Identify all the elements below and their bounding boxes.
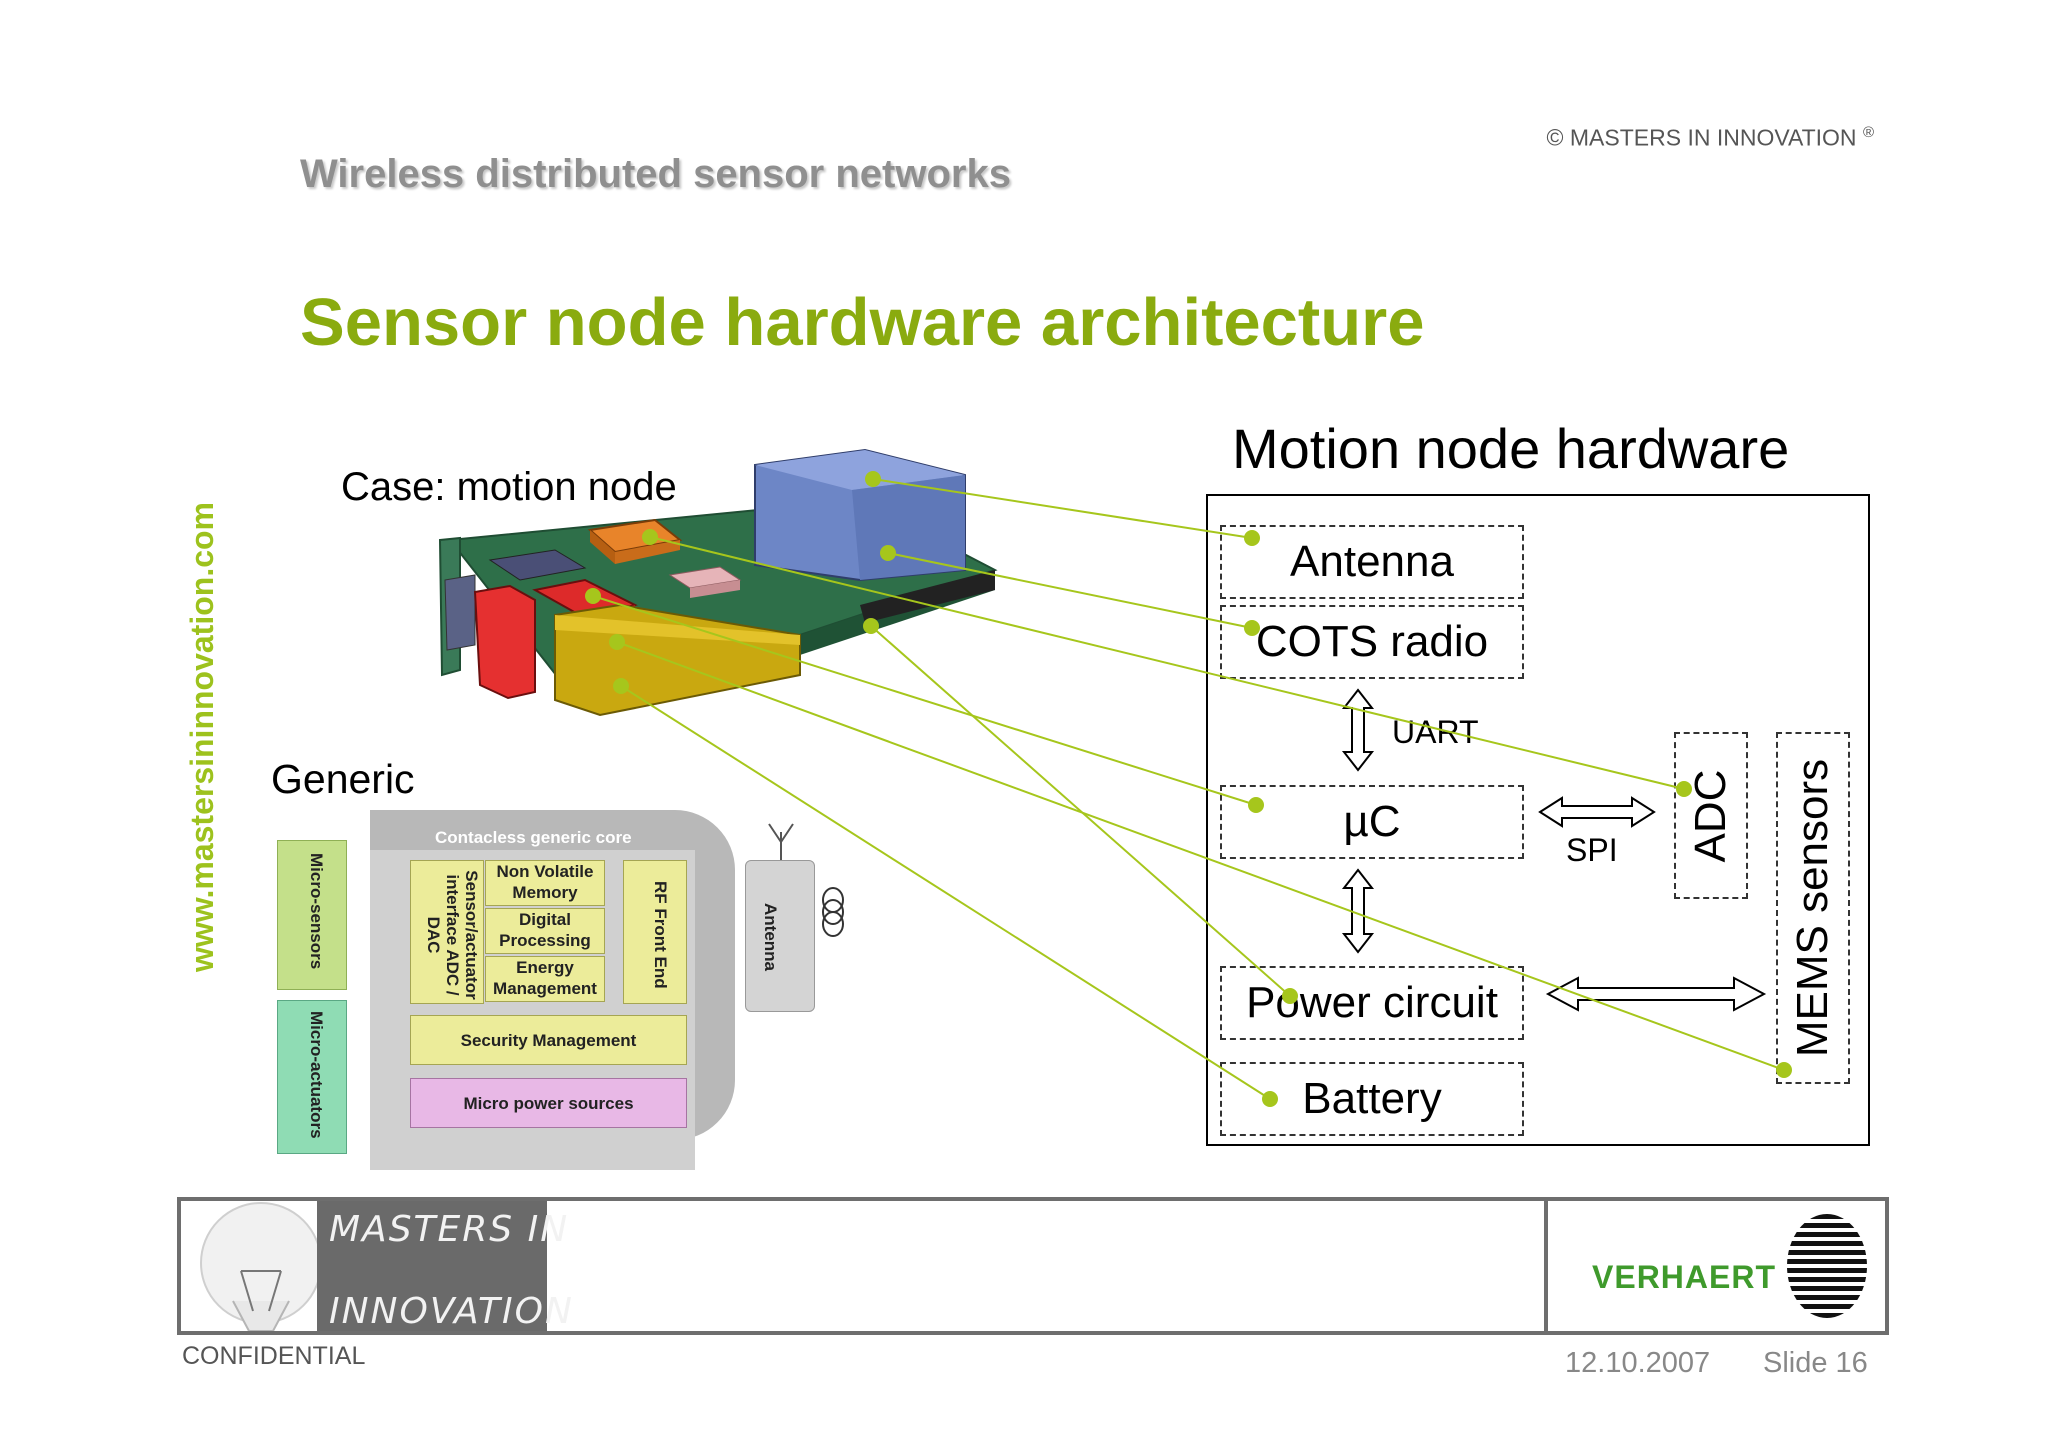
antenna-box: Antenna bbox=[1220, 525, 1524, 599]
connector-uc bbox=[592, 595, 1257, 806]
antenna-module-block: Antenna bbox=[745, 860, 815, 1012]
spi-arrow bbox=[1538, 796, 1656, 828]
dot-mems-dst bbox=[1776, 1062, 1792, 1078]
dot-power-dst bbox=[1282, 988, 1298, 1004]
case-label: Case: motion node bbox=[341, 465, 677, 509]
power-mems-arrow bbox=[1545, 976, 1767, 1012]
connector-radio bbox=[887, 552, 1253, 629]
motion-hardware-frame bbox=[1206, 494, 1870, 1146]
dot-uc-src bbox=[585, 588, 601, 604]
logo-line2: INNOVATION bbox=[329, 1291, 574, 1332]
uc-box: µC bbox=[1220, 785, 1524, 859]
dot-adc-dst bbox=[1676, 781, 1692, 797]
slide-subtitle: Wireless distributed sensor networks bbox=[300, 152, 1011, 196]
motion-hardware-title: Motion node hardware bbox=[1232, 417, 1790, 480]
uart-label: UART bbox=[1392, 714, 1479, 750]
slide-number: Slide 16 bbox=[1763, 1347, 1868, 1379]
dot-adc-src bbox=[642, 529, 658, 545]
core-title: Contacless generic core bbox=[435, 828, 632, 847]
slide-date: 12.10.2007 bbox=[1565, 1347, 1711, 1379]
mems-sensors-box: MEMS sensors bbox=[1776, 732, 1850, 1084]
dot-power-src bbox=[863, 618, 879, 634]
energy-management-block: Energy Management bbox=[485, 956, 605, 1002]
micro-actuators-block: Micro-actuators bbox=[277, 1000, 347, 1154]
security-management-block: Security Management bbox=[410, 1015, 687, 1065]
dot-mems-src bbox=[609, 634, 625, 650]
micro-sensors-block: Micro-sensors bbox=[277, 840, 347, 990]
nv-memory-block: Non Volatile Memory bbox=[485, 860, 605, 906]
dot-radio-src bbox=[880, 545, 896, 561]
dot-uc-dst bbox=[1248, 797, 1264, 813]
dot-radio-dst bbox=[1244, 620, 1260, 636]
connector-battery bbox=[620, 685, 1271, 1100]
uart-arrow bbox=[1341, 688, 1375, 772]
footer-divider bbox=[1544, 1197, 1548, 1335]
sensor-interface-block: Sensor/actuator interface ADC / DAC bbox=[410, 860, 484, 1004]
micro-power-label: Micro power sources bbox=[463, 1093, 634, 1113]
cots-radio-box: COTS radio bbox=[1220, 605, 1524, 679]
motion-node-illustration bbox=[438, 448, 998, 717]
copyright-notice: © MASTERS IN INNOVATION ® bbox=[1546, 124, 1874, 151]
masters-in-innovation-logo: MASTERS IN INNOVATION bbox=[181, 1201, 572, 1332]
generic-diagram: Contacless generic core Micro-sensors Mi… bbox=[275, 800, 875, 1180]
adc-box: ADC bbox=[1674, 732, 1748, 899]
connector-mems bbox=[616, 641, 1785, 1071]
micro-power-block: Micro power sources bbox=[410, 1078, 687, 1128]
dot-antenna-dst bbox=[1244, 530, 1260, 546]
verhaert-logo-text: VERHAERT bbox=[1592, 1259, 1777, 1295]
logo-dark-panel bbox=[317, 1201, 547, 1331]
verhaert-globe-icon bbox=[1787, 1214, 1867, 1318]
connector-power bbox=[870, 625, 1291, 997]
dot-battery-src bbox=[613, 678, 629, 694]
dot-antenna-src bbox=[865, 471, 881, 487]
battery-box: Battery bbox=[1220, 1062, 1524, 1136]
spi-label: SPI bbox=[1566, 832, 1618, 868]
antenna-icon bbox=[768, 823, 844, 937]
uc-power-arrow bbox=[1341, 868, 1375, 954]
connector-adc bbox=[649, 536, 1685, 790]
slide-title: Sensor node hardware architecture bbox=[300, 285, 1425, 360]
dot-battery-dst bbox=[1262, 1091, 1278, 1107]
security-management-label: Security Management bbox=[460, 1030, 637, 1050]
connector-antenna bbox=[872, 478, 1253, 539]
confidential-label: CONFIDENTIAL bbox=[182, 1342, 366, 1370]
lightbulb-icon bbox=[200, 1202, 317, 1331]
rf-front-end-block: RF Front End bbox=[623, 860, 687, 1004]
generic-label: Generic bbox=[271, 756, 415, 802]
digital-processing-block: Digital Processing bbox=[485, 908, 605, 954]
logo-line1: MASTERS IN bbox=[329, 1209, 570, 1250]
footer-bar bbox=[177, 1197, 1889, 1335]
